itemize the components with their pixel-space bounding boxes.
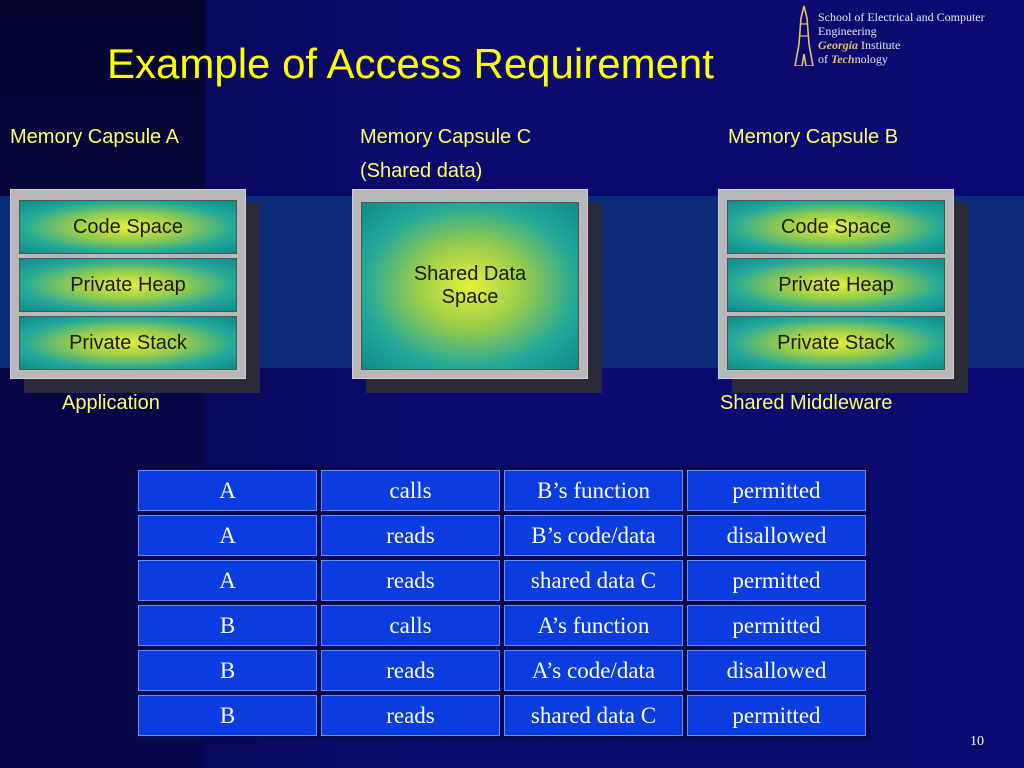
capsule-a-private-heap: Private Heap — [19, 258, 237, 312]
table-row: B calls A’s function permitted — [138, 605, 866, 646]
table-row: A calls B’s function permitted — [138, 470, 866, 511]
capsule-a: Code Space Private Heap Private Stack — [10, 189, 246, 379]
logo-institute: Institute — [858, 38, 901, 52]
logo-line-1: School of Electrical and Computer — [818, 10, 985, 24]
table-cell: A — [138, 470, 317, 511]
logo-of: of — [818, 52, 831, 66]
table-row: B reads shared data C permitted — [138, 695, 866, 736]
capsule-b-label: Memory Capsule B — [728, 126, 899, 148]
table-cell: A — [138, 515, 317, 556]
capsule-a-code-space: Code Space — [19, 200, 237, 254]
table-row: A reads B’s code/data disallowed — [138, 515, 866, 556]
table-cell: reads — [321, 650, 500, 691]
table-cell: permitted — [687, 560, 866, 601]
capsule-b-private-stack: Private Stack — [727, 316, 945, 370]
tech-tower-icon — [794, 5, 814, 66]
table-cell: A’s function — [504, 605, 683, 646]
shared-data-line-1: Shared Data — [413, 263, 527, 285]
table-cell: calls — [321, 605, 500, 646]
table-cell: B’s function — [504, 470, 683, 511]
georgia-tech-logo: School of Electrical and Computer Engine… — [790, 4, 1024, 68]
capsule-a-role: Application — [62, 392, 160, 414]
logo-line-4: of Technology — [818, 52, 985, 66]
logo-line-2: Engineering — [818, 24, 877, 38]
table-row: B reads A’s code/data disallowed — [138, 650, 866, 691]
logo-text: School of Electrical and Computer Engine… — [818, 10, 985, 66]
capsule-b-code-space: Code Space — [727, 200, 945, 254]
table-cell: B — [138, 695, 317, 736]
table-cell: disallowed — [687, 515, 866, 556]
access-table: A calls B’s function permitted A reads B… — [134, 466, 870, 740]
slide-title: Example of Access Requirement — [107, 40, 714, 87]
table-cell: calls — [321, 470, 500, 511]
table-cell: B — [138, 650, 317, 691]
logo-line-3: Georgia Institute — [818, 38, 985, 52]
logo-tech: Tech — [831, 52, 855, 66]
capsule-b-role: Shared Middleware — [720, 392, 893, 414]
table-cell: A — [138, 560, 317, 601]
capsule-a-private-stack: Private Stack — [19, 316, 237, 370]
capsule-b: Code Space Private Heap Private Stack — [718, 189, 954, 379]
capsule-a-label: Memory Capsule A — [10, 126, 179, 148]
table-row: A reads shared data C permitted — [138, 560, 866, 601]
table-cell: reads — [321, 695, 500, 736]
capsule-c-shared-data-space: Shared Data Space — [361, 202, 579, 370]
capsule-b-private-heap: Private Heap — [727, 258, 945, 312]
capsule-c: Shared Data Space — [352, 189, 588, 379]
capsule-c-label: Memory Capsule C — [360, 126, 532, 148]
table-cell: disallowed — [687, 650, 866, 691]
table-cell: B’s code/data — [504, 515, 683, 556]
table-cell: shared data C — [504, 695, 683, 736]
capsule-c-sublabel: (Shared data) — [360, 160, 483, 182]
table-cell: A’s code/data — [504, 650, 683, 691]
page-number: 10 — [970, 734, 984, 749]
table-cell: permitted — [687, 605, 866, 646]
table-cell: permitted — [687, 695, 866, 736]
table-cell: reads — [321, 560, 500, 601]
logo-georgia: Georgia — [818, 38, 858, 52]
table-cell: reads — [321, 515, 500, 556]
logo-nology: nology — [854, 52, 888, 66]
table-cell: shared data C — [504, 560, 683, 601]
table-cell: permitted — [687, 470, 866, 511]
table-cell: B — [138, 605, 317, 646]
shared-data-line-2: Space — [441, 286, 499, 308]
